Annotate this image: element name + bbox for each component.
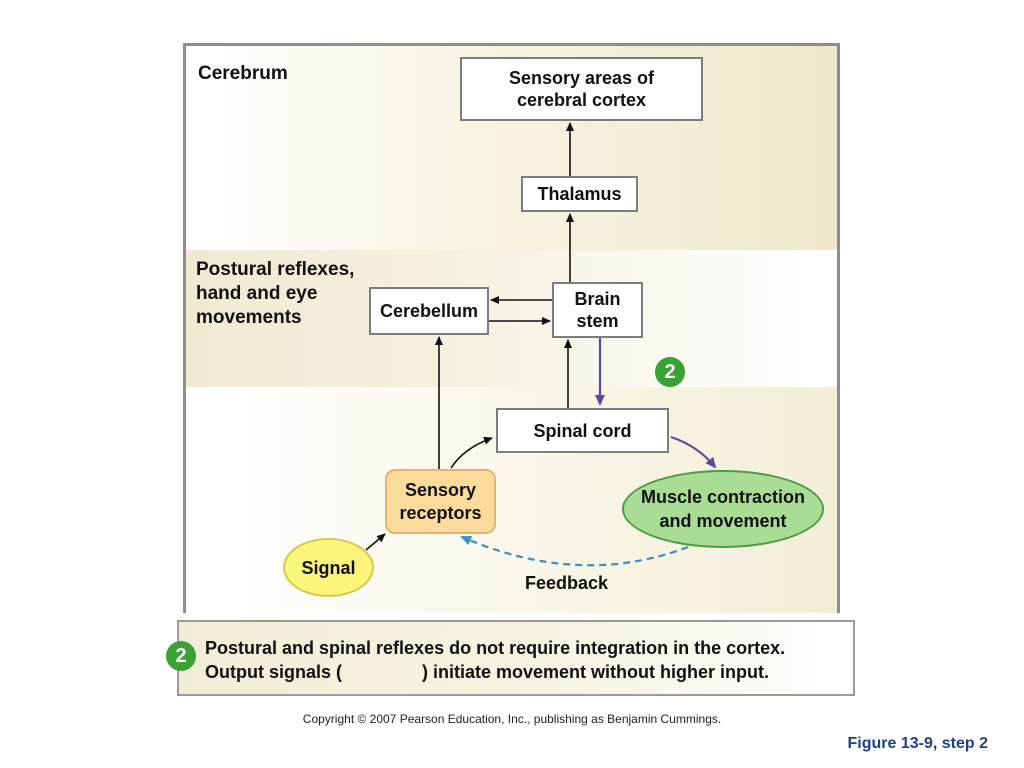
caption-step-badge: 2 — [166, 641, 196, 671]
spinal-cord-box: Spinal cord — [496, 408, 669, 453]
caption-box: 2 Postural and spinal reflexes do not re… — [166, 620, 855, 696]
brain-stem-box: Brain stem — [552, 282, 643, 338]
muscle-contraction-ellipse: Muscle contraction and movement — [622, 470, 824, 548]
caption-line-2-before: Output signals ( — [205, 662, 342, 682]
postural-band — [186, 250, 837, 387]
sensory-receptors-box: Sensory receptors — [385, 469, 496, 534]
figure-label: Figure 13-9, step 2 — [847, 735, 989, 752]
caption-text: Postural and spinal reflexes do not requ… — [205, 636, 785, 684]
caption-line-2-after: ) initiate movement without higher input… — [422, 662, 769, 682]
signal-ellipse: Signal — [283, 538, 374, 597]
step-2-badge: 2 — [655, 357, 685, 387]
feedback-label: Feedback — [525, 573, 609, 593]
caption-line-2: Output signals ( ) initiate movement with… — [205, 660, 785, 684]
cerebrum-label: Cerebrum — [198, 63, 288, 84]
thalamus-box: Thalamus — [521, 176, 638, 212]
sensory-areas-box: Sensory areas of cerebral cortex — [460, 57, 703, 121]
copyright-text: Copyright © 2007 Pearson Education, Inc.… — [302, 712, 722, 726]
caption-line-1: Postural and spinal reflexes do not requ… — [205, 638, 786, 658]
postural-reflexes-label: Postural reflexes, hand and eye movement… — [196, 259, 355, 328]
cerebellum-box: Cerebellum — [369, 287, 489, 335]
